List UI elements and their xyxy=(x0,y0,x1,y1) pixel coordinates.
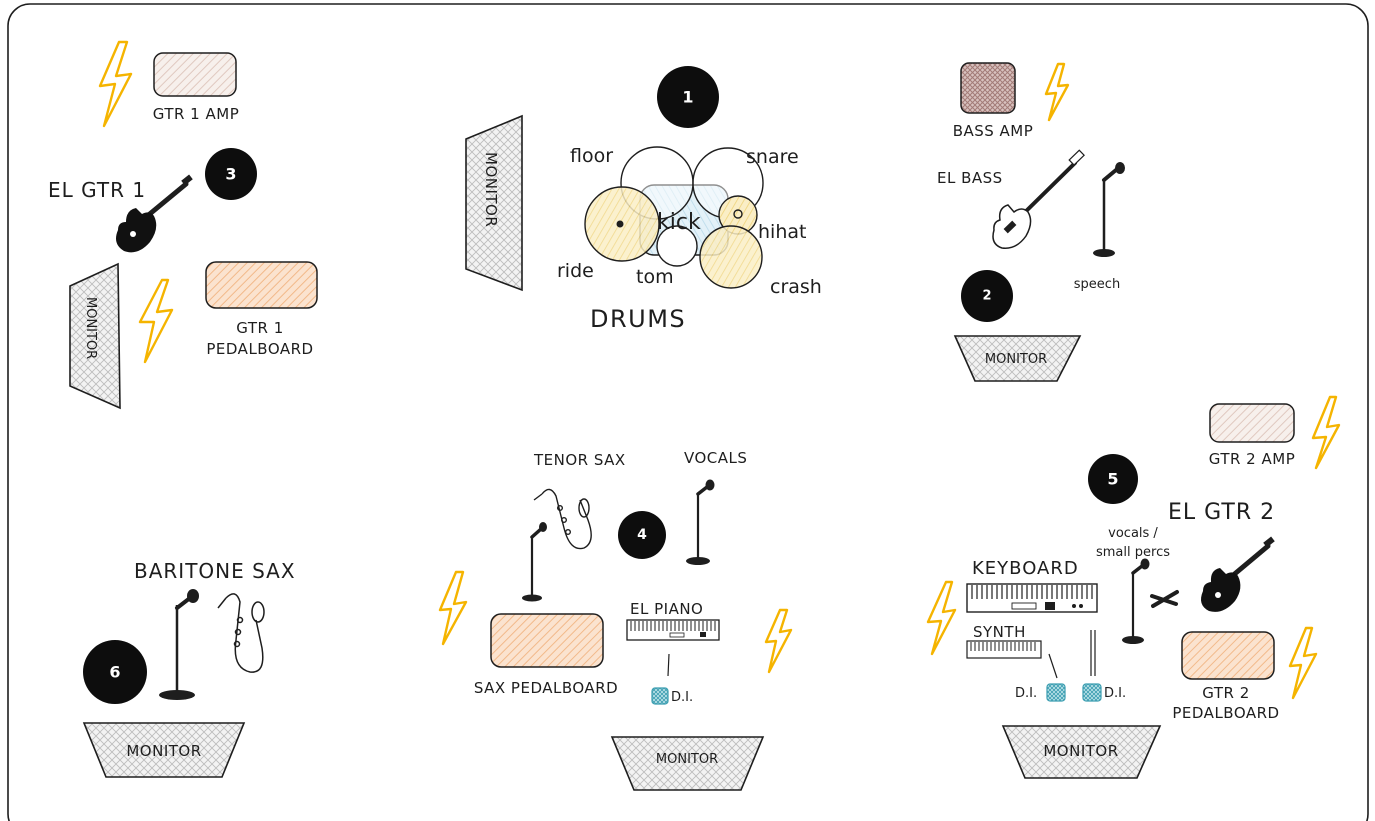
electric-guitar-icon xyxy=(116,174,193,253)
stage-frame xyxy=(7,3,1369,821)
monitor-label: MONITOR xyxy=(1043,742,1118,760)
cable-line xyxy=(1048,653,1058,679)
tenor-sax-label: TENOR SAX xyxy=(533,451,626,469)
synth-icon xyxy=(966,640,1042,659)
drum-label-snare: snare xyxy=(746,146,799,168)
gtr2-pedalboard xyxy=(1181,631,1275,680)
gtr1-amp-label: GTR 1 AMP xyxy=(153,105,240,123)
station-number: 3 xyxy=(225,165,236,184)
station-number: 2 xyxy=(982,289,991,304)
baritone-sax-label: BARITONE SAX xyxy=(134,559,296,583)
station-number: 5 xyxy=(1107,470,1118,489)
monitor-wedge xyxy=(69,262,121,410)
gtr2-pedalboard-label-1: GTR 2 xyxy=(1202,684,1250,702)
gtr2-pedalboard-label-2: PEDALBOARD xyxy=(1172,704,1279,722)
drum-label-ride: ride xyxy=(557,260,594,282)
drum-label-tom: tom xyxy=(636,266,674,288)
station-6: BARITONE SAX 6 MONITOR xyxy=(82,559,296,778)
monitor-label: MONITOR xyxy=(656,752,718,767)
di-right-label: D.I. xyxy=(1104,686,1126,701)
microphone-stand-icon xyxy=(159,589,199,700)
drum-label-crash: crash xyxy=(770,276,822,298)
vocals-percs-label-1: vocals / xyxy=(1108,526,1158,541)
el-gtr1-label: EL GTR 1 xyxy=(48,178,146,202)
di-box xyxy=(1046,683,1066,702)
saxophone-icon xyxy=(217,593,265,673)
station-number: 1 xyxy=(682,88,693,107)
drums-title: DRUMS xyxy=(590,305,686,333)
monitor-label: MONITOR xyxy=(482,152,500,227)
el-piano-label: EL PIANO xyxy=(630,600,703,618)
power-bolt-icon xyxy=(764,608,793,674)
power-bolt-icon xyxy=(438,570,468,646)
di-label: D.I. xyxy=(671,690,693,705)
station-number-badge xyxy=(657,66,719,128)
keyboard-icon xyxy=(966,583,1098,613)
gtr2-amp-label: GTR 2 AMP xyxy=(1209,450,1296,468)
drumsticks-icon xyxy=(1150,590,1179,608)
station-number-badge xyxy=(83,640,147,704)
microphone-stand-icon xyxy=(522,522,547,602)
electric-guitar-icon xyxy=(1201,536,1275,612)
station-number-badge xyxy=(961,270,1013,322)
el-bass-label: EL BASS xyxy=(937,169,1003,187)
power-bolt-icon xyxy=(1311,395,1341,470)
drum-kit xyxy=(584,146,764,289)
monitor-wedge xyxy=(953,335,1082,382)
gtr1-pedalboard xyxy=(205,261,318,309)
power-bolt-icon xyxy=(138,278,174,364)
synth-label: SYNTH xyxy=(973,623,1026,641)
rack-tom xyxy=(656,225,698,267)
gtr2-amp xyxy=(1209,403,1295,443)
bass-guitar-icon xyxy=(992,149,1085,249)
bass-amp-label: BASS AMP xyxy=(953,122,1034,140)
saxophone-icon xyxy=(533,488,592,550)
station-number-badge xyxy=(618,511,666,559)
vocals-percs-label-2: small percs xyxy=(1096,545,1170,560)
drum-label-floor: floor xyxy=(570,145,613,167)
keyboard-icon xyxy=(626,619,720,641)
monitor-wedge xyxy=(1001,725,1162,779)
power-bolt-icon xyxy=(1288,626,1318,700)
di-box xyxy=(1082,683,1102,702)
gtr1-pedalboard-label-1: GTR 1 xyxy=(236,319,284,337)
keyboard-label: KEYBOARD xyxy=(972,558,1079,579)
station-1: 1 MONITOR floor snare kick hihat ride to… xyxy=(465,66,822,333)
station-number-badge xyxy=(205,148,257,200)
gtr1-amp xyxy=(153,52,237,97)
station-number-badge xyxy=(1088,454,1138,504)
gtr1-pedalboard-label-2: PEDALBOARD xyxy=(206,340,313,358)
monitor-label: MONITOR xyxy=(83,297,98,359)
cable-line xyxy=(667,653,670,677)
di-box xyxy=(651,687,669,705)
station-3: GTR 1 AMP 3 EL GTR 1 MONITOR GTR 1 PEDAL… xyxy=(48,40,318,410)
power-bolt-icon xyxy=(926,580,957,656)
drum-label-hihat: hihat xyxy=(758,221,806,243)
vocals-label: VOCALS xyxy=(684,449,747,467)
station-number: 4 xyxy=(637,527,647,543)
bass-amp xyxy=(960,62,1016,114)
power-bolt-icon xyxy=(98,40,133,128)
crash-cymbal xyxy=(699,225,763,289)
monitor-wedge xyxy=(465,114,523,292)
station-4: TENOR SAX VOCALS 4 SAX PEDALBOARD EL PIA… xyxy=(438,449,793,791)
speech-mic-label: speech xyxy=(1074,277,1120,292)
microphone-stand-icon xyxy=(1122,558,1150,644)
monitor-label: MONITOR xyxy=(126,742,201,760)
drum-label-kick: kick xyxy=(657,210,701,235)
monitor-wedge xyxy=(610,736,765,791)
station-2: BASS AMP EL BASS speech 2 MONITOR xyxy=(937,62,1125,382)
monitor-wedge xyxy=(82,722,246,778)
monitor-label: MONITOR xyxy=(985,352,1047,367)
station-5: GTR 2 AMP 5 EL GTR 2 vocals / small perc… xyxy=(926,395,1341,779)
sax-pedalboard-label: SAX PEDALBOARD xyxy=(474,679,618,697)
power-bolt-icon xyxy=(1044,62,1070,122)
microphone-stand-icon xyxy=(1093,162,1125,257)
di-left-label: D.I. xyxy=(1015,686,1037,701)
sax-pedalboard xyxy=(490,613,604,668)
station-number: 6 xyxy=(109,663,120,682)
microphone-stand-icon xyxy=(686,479,715,565)
el-gtr2-label: EL GTR 2 xyxy=(1168,500,1275,525)
